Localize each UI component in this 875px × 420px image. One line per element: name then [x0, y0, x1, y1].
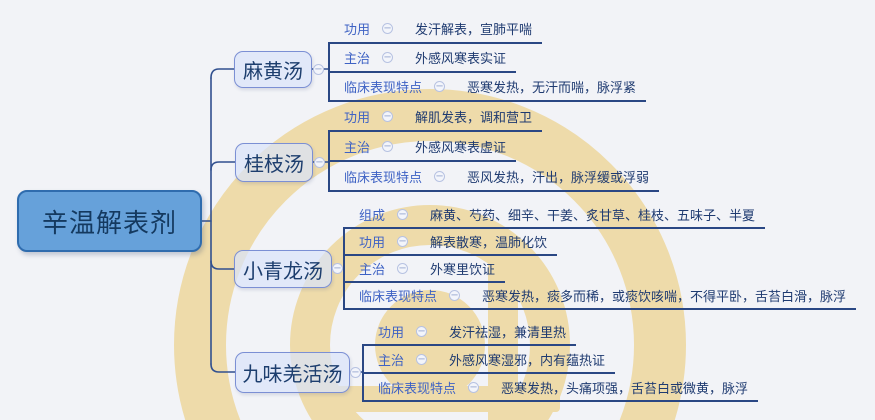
- attribute-value[interactable]: 解肌发表，调和营卫: [415, 110, 533, 126]
- branch-line: [328, 42, 330, 102]
- attribute-label[interactable]: 主治: [344, 52, 371, 67]
- topic-node-jiuweiqianghuo-tang[interactable]: 九味羌活汤: [235, 352, 350, 393]
- attribute-label[interactable]: 功用: [359, 236, 386, 251]
- attribute-value[interactable]: 恶风发热，汗出，脉浮缓或浮弱: [467, 170, 650, 186]
- attribute-value[interactable]: 解表散寒，温肺化饮: [430, 236, 548, 251]
- collapse-minus-icon[interactable]: −: [397, 263, 409, 274]
- attribute-label[interactable]: 功用: [344, 23, 371, 38]
- root-topic-label: 辛温解表剂: [41, 208, 177, 239]
- root-topic-node[interactable]: 辛温解表剂: [17, 190, 202, 252]
- branch-line: [343, 227, 345, 310]
- subtopic-row: 临床表现特点 − 恶风发热，汗出，脉浮缓或浮弱: [328, 162, 660, 192]
- subtopic-group-jiuweiqianghuo-tang: 功用 − 发汗祛湿，兼清里热 主治 − 外感风寒湿邪，内有蕴热证 临床表现特点 …: [362, 318, 759, 402]
- subtopic-row: 主治 − 外感风寒表实证: [328, 44, 517, 73]
- attribute-label[interactable]: 临床表现特点: [344, 81, 423, 96]
- attribute-label[interactable]: 主治: [359, 263, 386, 278]
- attribute-value[interactable]: 恶寒发热，无汗而喘，脉浮紧: [467, 81, 637, 96]
- subtopic-row: 组成 − 麻黄、芍药、细辛、干姜、炙甘草、桂枝、五味子、半夏: [343, 202, 766, 229]
- subtopic-group-guizhi-tang: 功用 − 解肌发表，调和营卫 主治 − 外感风寒表虚证 临床表现特点 − 恶风发…: [328, 102, 660, 192]
- attribute-label[interactable]: 临床表现特点: [359, 290, 438, 305]
- attribute-label[interactable]: 功用: [344, 110, 371, 126]
- topic-label: 麻黄汤: [243, 59, 303, 83]
- collapse-minus-icon[interactable]: −: [332, 263, 343, 274]
- topic-node-mahuang-tang[interactable]: 麻黄汤: [234, 51, 312, 88]
- collapse-minus-icon[interactable]: −: [350, 367, 361, 378]
- subtopic-row: 临床表现特点 − 恶寒发热，痰多而稀，或痰饮咳喘，不得平卧，舌苔白滑，脉浮: [343, 283, 857, 310]
- collapse-minus-icon[interactable]: −: [397, 209, 409, 220]
- attribute-value[interactable]: 外感风寒湿邪，内有蕴热证: [449, 353, 606, 369]
- subtopic-row: 主治 − 外感风寒湿邪，内有蕴热证: [362, 346, 616, 374]
- collapse-minus-icon[interactable]: −: [449, 290, 461, 301]
- subtopic-row: 功用 − 发汗解表，宣肺平喘: [328, 15, 543, 44]
- collapse-minus-icon[interactable]: −: [397, 236, 409, 247]
- subtopic-row: 主治 − 外感风寒表虚证: [328, 132, 517, 162]
- topic-label: 九味羌活汤: [242, 362, 343, 386]
- collapse-minus-icon[interactable]: −: [416, 325, 428, 337]
- topic-label: 桂枝汤: [244, 152, 304, 176]
- branch-line: [362, 344, 364, 402]
- topic-label: 小青龙汤: [243, 258, 323, 283]
- branch-line: [328, 130, 330, 192]
- collapse-minus-icon[interactable]: −: [314, 157, 325, 168]
- attribute-value[interactable]: 恶寒发热，痰多而稀，或痰饮咳喘，不得平卧，舌苔白滑，脉浮: [482, 290, 847, 305]
- attribute-label[interactable]: 主治: [378, 353, 405, 369]
- attribute-label[interactable]: 组成: [359, 209, 386, 224]
- attribute-value[interactable]: 外感风寒表虚证: [415, 140, 507, 156]
- subtopic-row: 功用 − 发汗祛湿，兼清里热: [362, 318, 577, 346]
- collapse-minus-icon[interactable]: −: [416, 353, 428, 365]
- attribute-label[interactable]: 临床表现特点: [378, 381, 457, 397]
- collapse-minus-icon[interactable]: −: [434, 81, 446, 92]
- collapse-minus-icon[interactable]: −: [382, 52, 394, 63]
- subtopic-group-xiaoqinglong-tang: 组成 − 麻黄、芍药、细辛、干姜、炙甘草、桂枝、五味子、半夏 功用 − 解表散寒…: [343, 202, 857, 310]
- collapse-minus-icon[interactable]: −: [382, 110, 394, 122]
- attribute-value[interactable]: 外寒里饮证: [430, 263, 496, 278]
- collapse-minus-icon[interactable]: −: [468, 381, 480, 393]
- topic-node-guizhi-tang[interactable]: 桂枝汤: [235, 143, 313, 182]
- subtopic-row: 临床表现特点 − 恶寒发热，头痛项强，舌苔白或微黄，脉浮: [362, 374, 759, 402]
- collapse-minus-icon[interactable]: −: [313, 64, 324, 75]
- attribute-label[interactable]: 主治: [344, 140, 371, 156]
- collapse-minus-icon[interactable]: −: [434, 170, 446, 182]
- subtopic-group-mahuang-tang: 功用 − 发汗解表，宣肺平喘 主治 − 外感风寒表实证 临床表现特点 − 恶寒发…: [328, 15, 647, 102]
- topic-node-xiaoqinglong-tang[interactable]: 小青龙汤: [234, 250, 332, 288]
- attribute-label[interactable]: 临床表现特点: [344, 170, 423, 186]
- subtopic-row: 临床表现特点 − 恶寒发热，无汗而喘，脉浮紧: [328, 73, 647, 102]
- attribute-value[interactable]: 麻黄、芍药、细辛、干姜、炙甘草、桂枝、五味子、半夏: [430, 209, 756, 224]
- attribute-value[interactable]: 恶寒发热，头痛项强，舌苔白或微黄，脉浮: [501, 381, 749, 397]
- subtopic-row: 主治 − 外寒里饮证: [343, 256, 506, 283]
- attribute-value[interactable]: 发汗解表，宣肺平喘: [415, 23, 533, 38]
- attribute-label[interactable]: 功用: [378, 325, 405, 341]
- collapse-minus-icon[interactable]: −: [382, 23, 394, 34]
- attribute-value[interactable]: 发汗祛湿，兼清里热: [449, 325, 567, 341]
- subtopic-row: 功用 − 解表散寒，温肺化饮: [343, 229, 558, 256]
- attribute-value[interactable]: 外感风寒表实证: [415, 52, 507, 67]
- collapse-minus-icon[interactable]: −: [382, 140, 394, 152]
- subtopic-row: 功用 − 解肌发表，调和营卫: [328, 102, 543, 132]
